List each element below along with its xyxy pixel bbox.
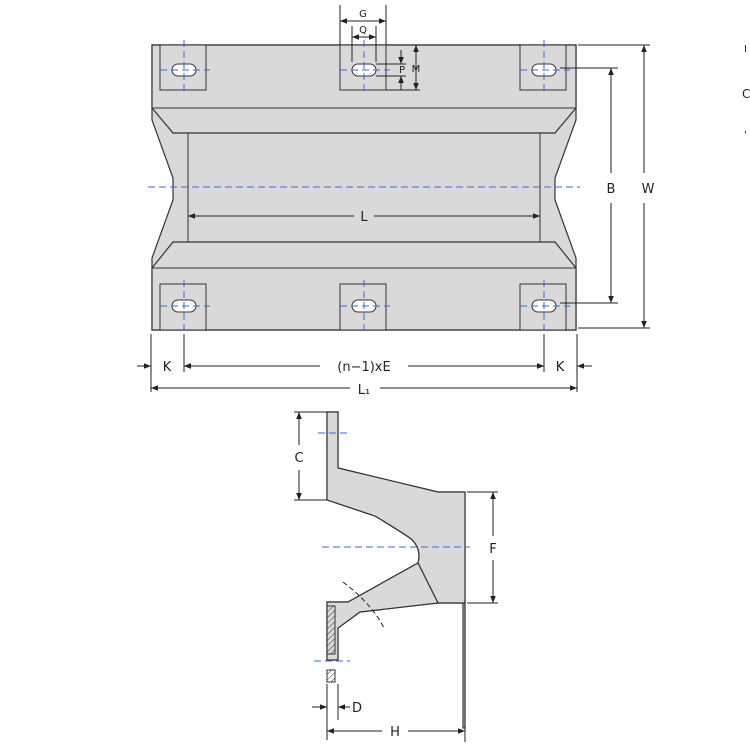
steel-washer: [326, 669, 336, 683]
dim-W: [578, 44, 650, 329]
side-view-center-lines: [314, 432, 470, 662]
dim-P-M: [376, 45, 420, 91]
bolt-pocket-top-right: [519, 44, 567, 91]
dim-K-pitch: [137, 334, 592, 392]
edge-glyph-2: C: [742, 87, 750, 101]
bolt-pocket-bottom-center: [339, 283, 387, 331]
side-profile-upper: [326, 411, 466, 604]
dim-label-G: G: [359, 9, 367, 20]
edge-glyph-1: I: [744, 44, 747, 55]
dim-label-M: M: [412, 64, 421, 75]
bolt-pocket-bottom-right: [519, 283, 567, 331]
dim-label-pitch: (n−1)xE: [337, 360, 390, 375]
side-profile-lower: [326, 562, 439, 661]
deflection-arc: [342, 581, 385, 629]
top-view: G Q P M B W: [137, 5, 750, 398]
dim-label-K-right: K: [556, 360, 565, 375]
dim-D: [312, 684, 350, 740]
side-view: C F D H: [294, 411, 498, 742]
steel-insert: [326, 605, 336, 655]
dim-label-W: W: [642, 182, 655, 197]
dim-label-K-left: K: [163, 360, 172, 375]
dim-label-D: D: [352, 701, 362, 716]
dim-G-Q: [339, 5, 387, 62]
dim-H: [327, 600, 466, 742]
bolt-pocket-top-center: [339, 44, 387, 91]
dim-label-L: L: [360, 210, 368, 225]
dim-label-P: P: [399, 65, 405, 76]
edge-glyph-3: ': [744, 130, 747, 141]
dim-label-L1: L₁: [358, 383, 370, 398]
dim-B: [560, 67, 618, 304]
dim-label-C: C: [294, 451, 303, 466]
dim-label-B: B: [607, 182, 616, 197]
dim-label-F: F: [489, 542, 496, 557]
dim-label-H: H: [390, 725, 400, 740]
dim-C: [294, 411, 327, 501]
top-view-center-lines: [148, 40, 580, 335]
dim-label-Q: Q: [359, 25, 367, 36]
bolt-pocket-top-left: [159, 44, 207, 91]
bolt-pocket-bottom-left: [159, 283, 207, 331]
dim-F: [467, 491, 498, 604]
